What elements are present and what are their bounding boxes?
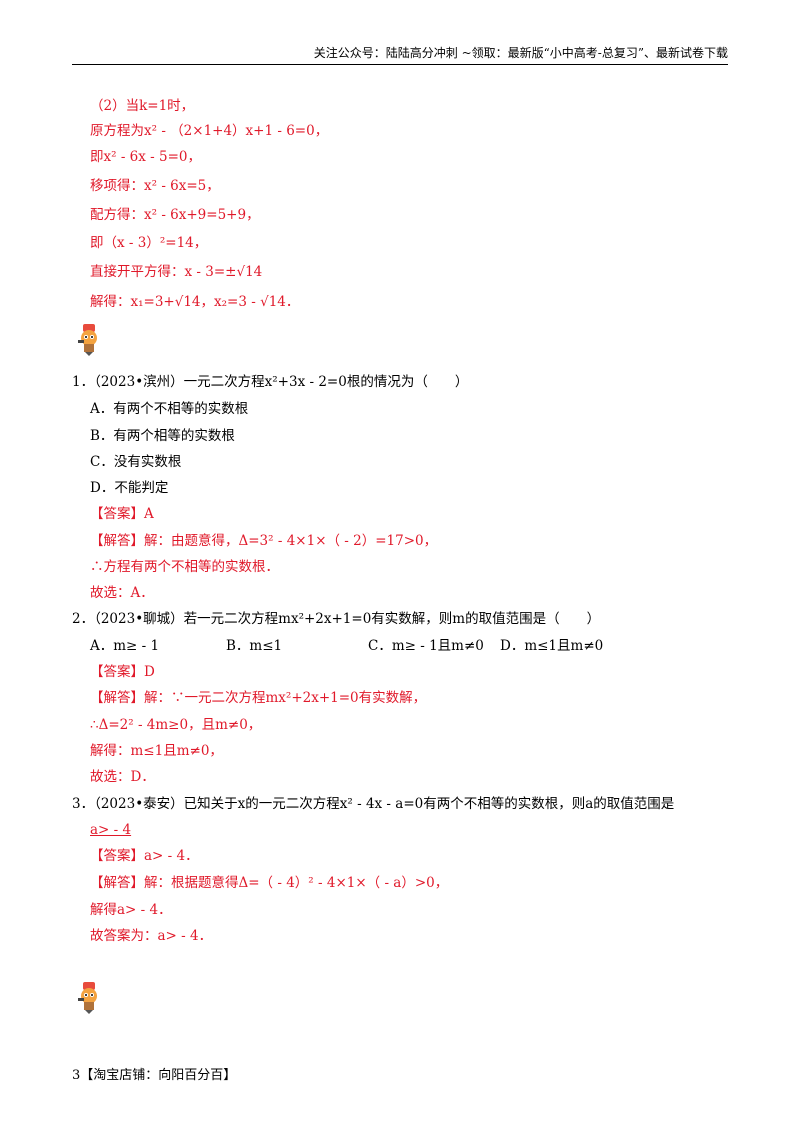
answer: 【答案】A — [90, 506, 154, 522]
question-stem: 2．（2023•聊城）若一元二次方程mx²+2x+1=0有实数解，则m的取值范围… — [72, 611, 601, 627]
pencil-mascot-icon — [78, 324, 97, 356]
solution-line: 即（x - 3）²=14， — [90, 235, 208, 251]
solution-line: 直接开平方得：x - 3=±√14 — [90, 264, 263, 280]
pencil-mascot-icon — [78, 982, 97, 1014]
solution-line: 故选：A． — [90, 585, 154, 601]
solution-line: 即x² - 6x - 5=0， — [90, 149, 202, 165]
option: B．有两个相等的实数根 — [90, 428, 235, 444]
solution-line: 解得：m≤1且m≠0， — [90, 743, 223, 759]
question-stem: 3．（2023•泰安）已知关于x的一元二次方程x² - 4x - a=0有两个不… — [72, 796, 675, 812]
solution-line: 故答案为：a> - 4． — [90, 928, 213, 944]
option: A．有两个不相等的实数根 — [90, 401, 249, 417]
solution-line: 【解答】解：根据题意得Δ=（ - 4）² - 4×1×（ - a）>0， — [90, 875, 449, 891]
solution-line: 移项得：x² - 6x=5， — [90, 178, 220, 194]
question-stem: 1．（2023•滨州）一元二次方程x²+3x - 2=0根的情况为（ ） — [72, 374, 469, 390]
solution-line: ∴方程有两个不相等的实数根． — [90, 559, 279, 575]
solution-line: 故选：D． — [90, 769, 155, 785]
solution-line: （2）当k=1时， — [90, 98, 195, 114]
solution-line: 原方程为x² - （2×1+4）x+1 - 6=0， — [90, 123, 329, 139]
option: D．不能判定 — [90, 480, 169, 496]
solution-line: 配方得：x² - 6x+9=5+9， — [90, 207, 260, 223]
answer: 【答案】D — [90, 664, 155, 680]
page-header: 关注公众号：陆陆高分冲刺 ~领取：最新版“小中高考-总复习”、最新试卷下载 — [72, 44, 728, 65]
solution-line: ∴Δ=2² - 4m≥0，且m≠0， — [90, 717, 262, 733]
fill-blank: a> - 4 — [90, 822, 132, 838]
answer: 【答案】a> - 4． — [90, 848, 199, 864]
option: D．m≤1且m≠0 — [500, 638, 604, 654]
solution-line: 解得：x₁=3+√14，x₂=3 - √14． — [90, 294, 300, 310]
solution-line: 【解答】解：∵一元二次方程mx²+2x+1=0有实数解， — [90, 690, 427, 706]
option: C．没有实数根 — [90, 454, 182, 470]
option: A．m≥ - 1 — [90, 638, 160, 654]
option: B．m≤1 — [226, 638, 283, 654]
option: C．m≥ - 1且m≠0 — [368, 638, 484, 654]
solution-line: 【解答】解：由题意得，Δ=3² - 4×1×（ - 2）=17>0， — [90, 533, 438, 549]
page-footer: 3【淘宝店铺：向阳百分百】 — [72, 1068, 237, 1083]
solution-line: 解得a> - 4． — [90, 902, 172, 918]
